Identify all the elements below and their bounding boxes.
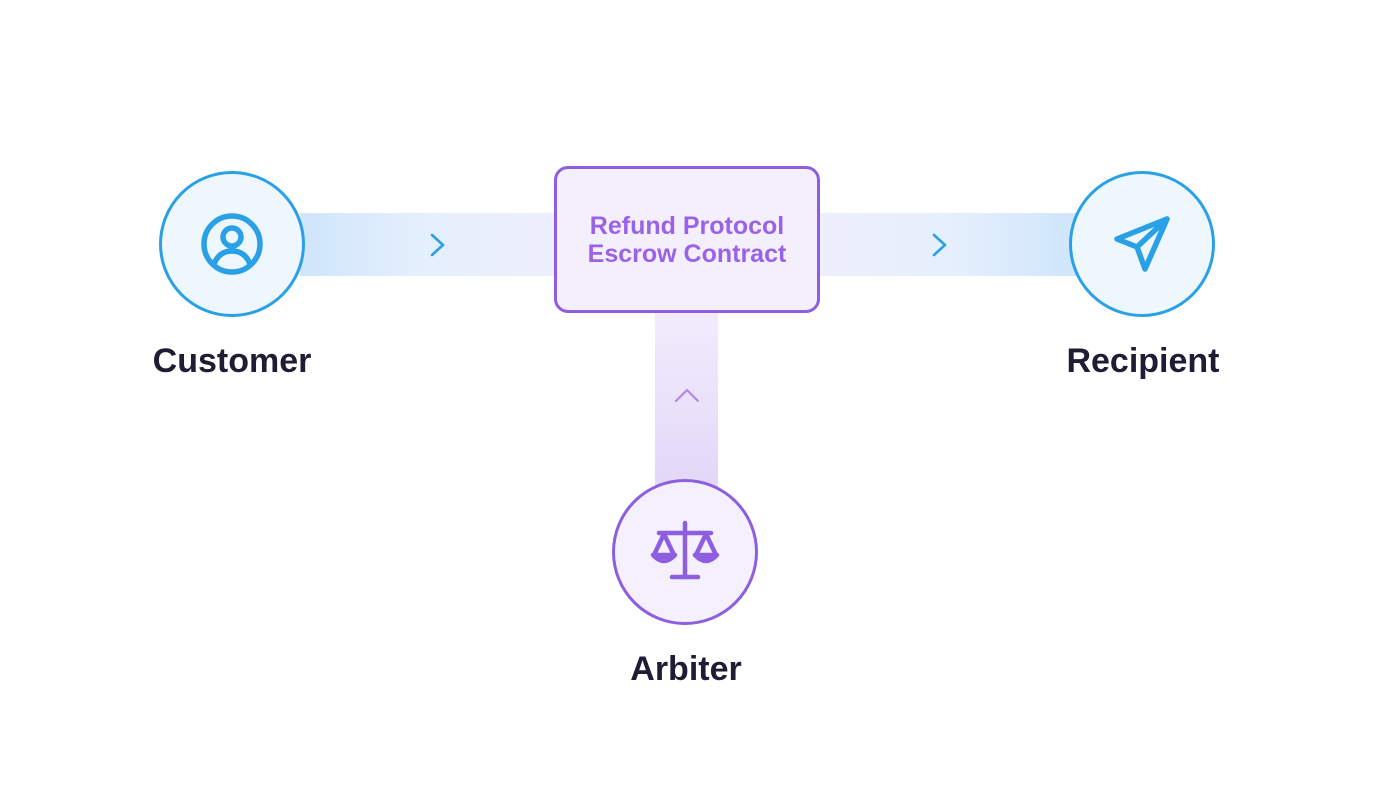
contract-title-line2: Escrow Contract xyxy=(587,239,787,268)
arbiter-node xyxy=(612,479,758,625)
user-icon xyxy=(201,213,263,275)
recipient-node xyxy=(1069,171,1215,317)
connector-customer-to-contract xyxy=(300,213,558,276)
scales-icon xyxy=(650,520,720,580)
customer-label: Customer xyxy=(152,342,312,380)
chevron-right-icon xyxy=(430,233,445,257)
connector-arbiter-to-contract xyxy=(655,310,718,490)
recipient-label: Recipient xyxy=(1066,342,1220,380)
chevron-right-icon xyxy=(932,233,947,257)
connector-contract-to-recipient xyxy=(818,213,1076,276)
send-icon xyxy=(1114,216,1170,272)
chevron-up-icon xyxy=(674,388,700,403)
contract-title-line1: Refund Protocol xyxy=(589,211,785,240)
escrow-contract-box: Refund Protocol Escrow Contract xyxy=(554,166,820,313)
arbiter-label: Arbiter xyxy=(630,650,742,688)
customer-node xyxy=(159,171,305,317)
